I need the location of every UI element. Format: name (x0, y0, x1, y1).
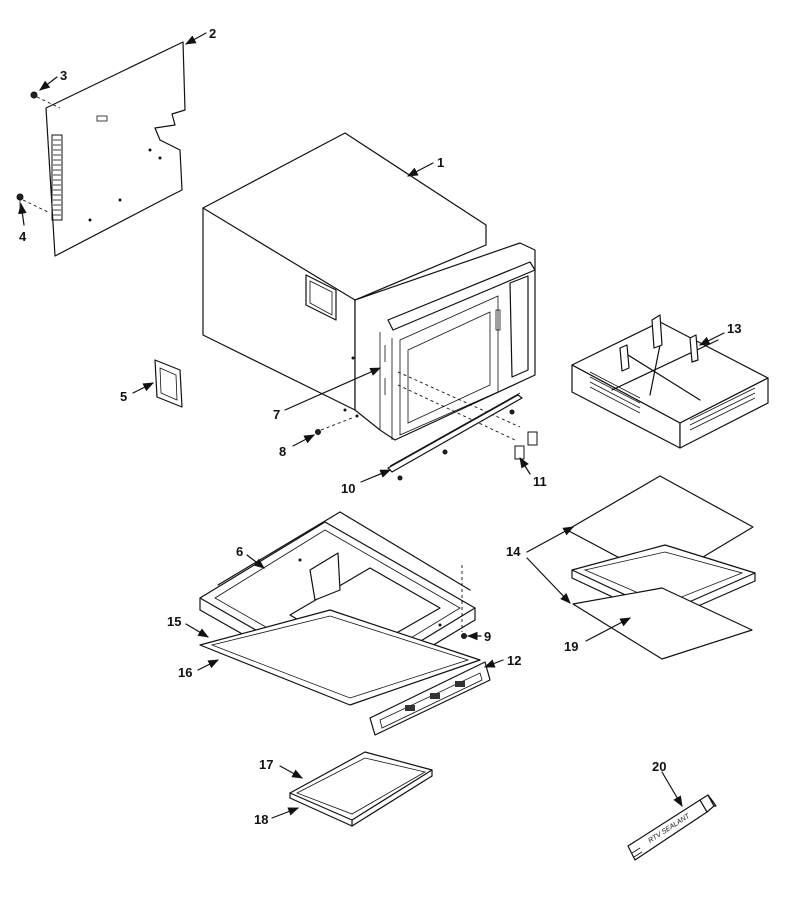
rear-panel (45, 41, 186, 257)
oven-front-frame (343, 242, 536, 441)
vent-slots (53, 144, 61, 216)
callout-3: 3 (60, 68, 67, 83)
callout-10: 10 (341, 481, 355, 496)
callout-13: 13 (727, 321, 741, 336)
screw-3 (30, 91, 61, 109)
callout-5: 5 (120, 389, 127, 404)
screw-9 (461, 633, 467, 639)
callout-20: 20 (652, 759, 666, 774)
leader-lines (18, 32, 725, 819)
callout-9: 9 (484, 629, 491, 644)
callout-16: 16 (178, 665, 192, 680)
callout-11: 11 (533, 474, 547, 489)
callout-2: 2 (209, 26, 216, 41)
gasket-and-plate (199, 609, 481, 706)
access-cover (154, 359, 183, 408)
sealant-tube: RTV SEALANT (627, 794, 717, 861)
callout-labels: 1 2 3 4 5 6 7 8 9 10 11 12 13 14 15 16 1… (19, 26, 741, 827)
callout-19: 19 (564, 639, 578, 654)
tray-grille (589, 371, 756, 431)
cabinet (202, 132, 487, 411)
callout-17: 17 (259, 757, 273, 772)
callout-7: 7 (273, 407, 280, 422)
callout-12: 12 (507, 653, 521, 668)
screw-8 (315, 417, 353, 435)
callout-6: 6 (236, 544, 243, 559)
cooling-tray (571, 314, 769, 449)
callout-14: 14 (506, 544, 521, 559)
glass-tray (289, 751, 433, 827)
window-bottom-plate (572, 587, 753, 660)
callout-18: 18 (254, 812, 268, 827)
callout-15: 15 (167, 614, 181, 629)
callout-4: 4 (19, 229, 27, 244)
sealant-tube-label: RTV SEALANT (647, 812, 691, 844)
feet (514, 431, 538, 460)
callout-1: 1 (437, 155, 444, 170)
front-trim-strip (369, 661, 491, 736)
callout-8: 8 (279, 444, 286, 459)
